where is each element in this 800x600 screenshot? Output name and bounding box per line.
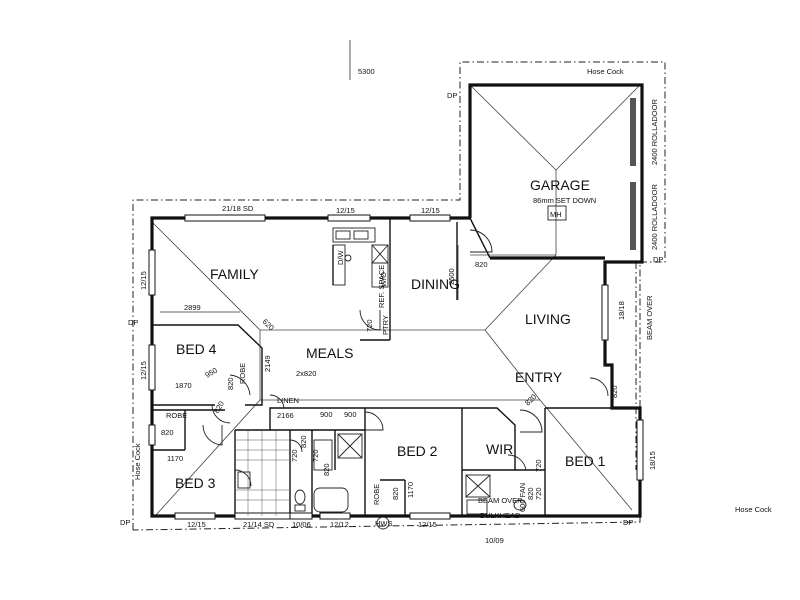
room-bed4: BED 4 [176,341,217,357]
window-right-18-18: 18/18 [617,301,626,320]
dim-820-wc: 820 [299,435,308,448]
label-hose-cock-left: Hose Cock [133,443,142,480]
garage-manhole: MH [550,210,562,219]
window-left-12-15: 12/15 [139,271,148,290]
dim-820-robe: 820 [212,400,226,415]
label-hws: HWS [375,519,393,528]
dimension-labels: 21/18 SD 12/15 12/15 12/15 12/15 12/15 2… [139,67,657,545]
kitchen-fixtures [332,227,389,288]
garage-setdown-note: 86mm SET DOWN [533,196,596,205]
label-dp-left: DP [128,318,138,327]
label-hose-cock-top: Hose Cock [587,67,624,76]
label-bulkhead: BULKHEAD [480,511,521,520]
label-linen: LINEN [277,396,299,405]
label-rolladoor-2: 2400 ROLLADOOR [650,184,659,250]
dim-2x820: 2x820 [296,369,316,378]
dim-5300: 5300 [358,67,375,76]
window-bottom-21-14-sd: 21/14 SD [243,520,275,529]
label-dp-bottom-right: DP [623,518,633,527]
label-dp-bottom-left: DP [120,518,130,527]
room-family: FAMILY [210,266,259,282]
dim-820-bath: 820 [322,463,331,476]
dimension-lines [160,40,459,313]
room-entry: ENTRY [515,369,563,385]
window-bottom-10-06: 10/06 [292,520,311,529]
window-left-12-15-b: 12/15 [139,361,148,380]
room-garage: GARAGE [530,177,590,193]
dim-1870: 1870 [175,381,192,390]
label-robe-bed3: ROBE [166,411,187,420]
window-top-12-15-a: 12/15 [336,206,355,215]
fixture-labels: LINEN ROBE ROBE ROBE PTRY W/O REF. SPACE… [120,67,772,528]
window-bottom-12-15-b: 12/15 [418,520,437,529]
dim-720-pantry: 720 [365,319,374,332]
label-wall-oven: W/O [379,272,388,287]
label-hose-cock-right: Hose Cock [735,505,772,514]
dim-950: 950 [204,366,219,380]
dim-820-bed1: 820 [610,385,619,398]
window-21-18-sd: 21/18 SD [222,204,254,213]
room-meals: MEALS [306,345,353,361]
dim-1170-b: 1170 [406,482,415,498]
window-bottom-12-12: 12/12 [330,520,349,529]
dim-2149: 2149 [263,355,272,372]
label-beam-over-living: BEAM OVER [645,295,654,340]
label-rolladoor-1: 2400 ROLLADOOR [650,99,659,165]
label-beam-over-ensuite: BEAM OVER [478,496,523,505]
dim-2899: 2899 [184,303,201,312]
dim-720-b: 720 [311,449,320,462]
dim-720-ensuite: 720 [534,487,543,500]
label-robe-bed4: ROBE [238,363,247,384]
label-dp-right: DP [653,255,663,264]
room-living: LIVING [525,311,571,327]
window-top-12-15-b: 12/15 [421,206,440,215]
dim-2500: 2500 [447,268,456,285]
room-bed3: BED 3 [175,475,216,491]
room-bed2: BED 2 [397,443,438,459]
door-swings [202,229,609,487]
label-fridge-space: REF. SPACE [377,265,386,308]
roof-hip-lines [151,84,641,516]
dim-820-bed4: 820 [226,377,235,390]
dim-820-bed2: 820 [391,487,400,500]
dim-900-b: 900 [344,410,357,419]
internal-walls [152,218,612,516]
laundry-tiles [235,430,290,516]
dim-720-wir: 720 [534,459,543,472]
label-pantry: PTRY [381,315,390,335]
dim-2166: 2166 [277,411,294,420]
roller-doors [630,98,636,250]
room-labels: GARAGE 86mm SET DOWN MH FAMILY DINING LI… [175,177,606,491]
room-dining: DINING [411,276,460,292]
room-bed1: BED 1 [565,453,606,469]
label-dishwasher: D/W [336,250,345,266]
dim-720-a: 720 [290,449,299,462]
dim-820-dining: 820 [475,260,488,269]
window-right-18-15: 18/15 [648,451,657,470]
wet-area-fixtures [235,430,527,530]
dim-820-bed3: 820 [161,428,174,437]
room-wir: WIR [486,441,513,457]
dim-1170: 1170 [167,454,183,463]
window-bottom-10-09: 10/09 [485,536,504,545]
window-bottom-12-15-a: 12/15 [187,520,206,529]
windows [148,214,644,520]
dim-820-ensuite: 820 [526,487,535,500]
label-robe-bed2: ROBE [372,484,381,505]
dim-900-a: 900 [320,410,333,419]
label-dp-top-left: DP [447,91,457,100]
label-fan: 600 FAN [518,483,527,512]
